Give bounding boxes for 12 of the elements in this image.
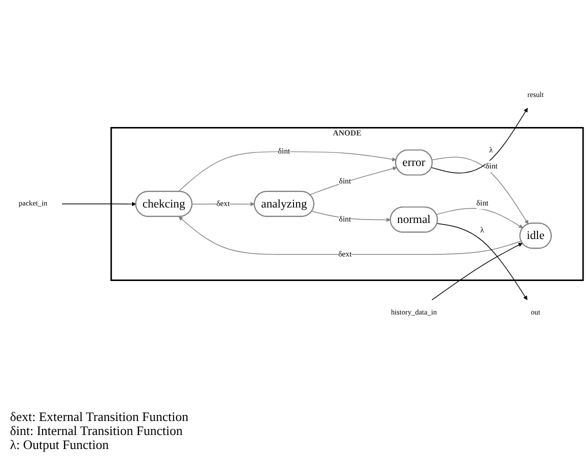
arrow (431, 108, 528, 174)
arrow (432, 156, 529, 224)
arrow (436, 223, 528, 300)
arrow (432, 242, 523, 300)
note-text: δext: External Transition Function (10, 410, 188, 424)
arrow (436, 208, 524, 228)
arrow (178, 151, 396, 192)
arrow (309, 166, 397, 196)
note-text: λ: Output Function (10, 438, 109, 452)
note-text: δint: Internal Transition Function (10, 424, 183, 438)
arrow (178, 216, 522, 255)
arrow (62, 202, 136, 206)
